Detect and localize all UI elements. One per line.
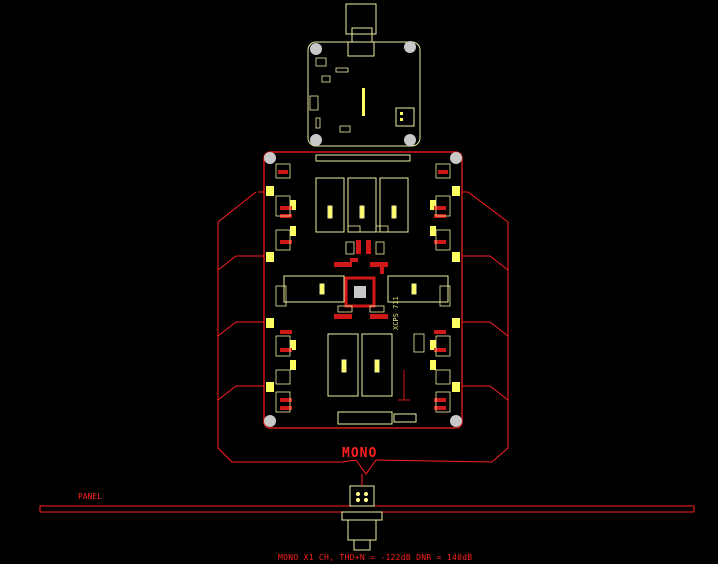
central-ic — [344, 276, 376, 308]
bottom-connector — [341, 474, 383, 551]
daughter-board — [307, 41, 421, 147]
left-component-stack — [266, 163, 296, 413]
reference-designator: XCPS 711 — [392, 296, 400, 330]
small-components — [337, 225, 425, 353]
enclosure-outline — [217, 191, 509, 475]
panel-bar — [39, 505, 695, 513]
bottom-relays — [327, 333, 393, 397]
right-component-stack — [430, 163, 460, 413]
spec-caption: MONO X1 CH, THD+N = -122dB DNR = 140dB — [278, 553, 473, 562]
center-smd-pads — [334, 240, 388, 319]
middle-inductors — [283, 275, 449, 303]
panel-label: PANEL — [78, 492, 103, 501]
enclosure-leader-lines — [217, 191, 509, 401]
main-board — [263, 151, 463, 429]
top-connector — [345, 3, 377, 57]
top-relays — [315, 177, 409, 233]
mono-label: MONO — [342, 446, 378, 461]
